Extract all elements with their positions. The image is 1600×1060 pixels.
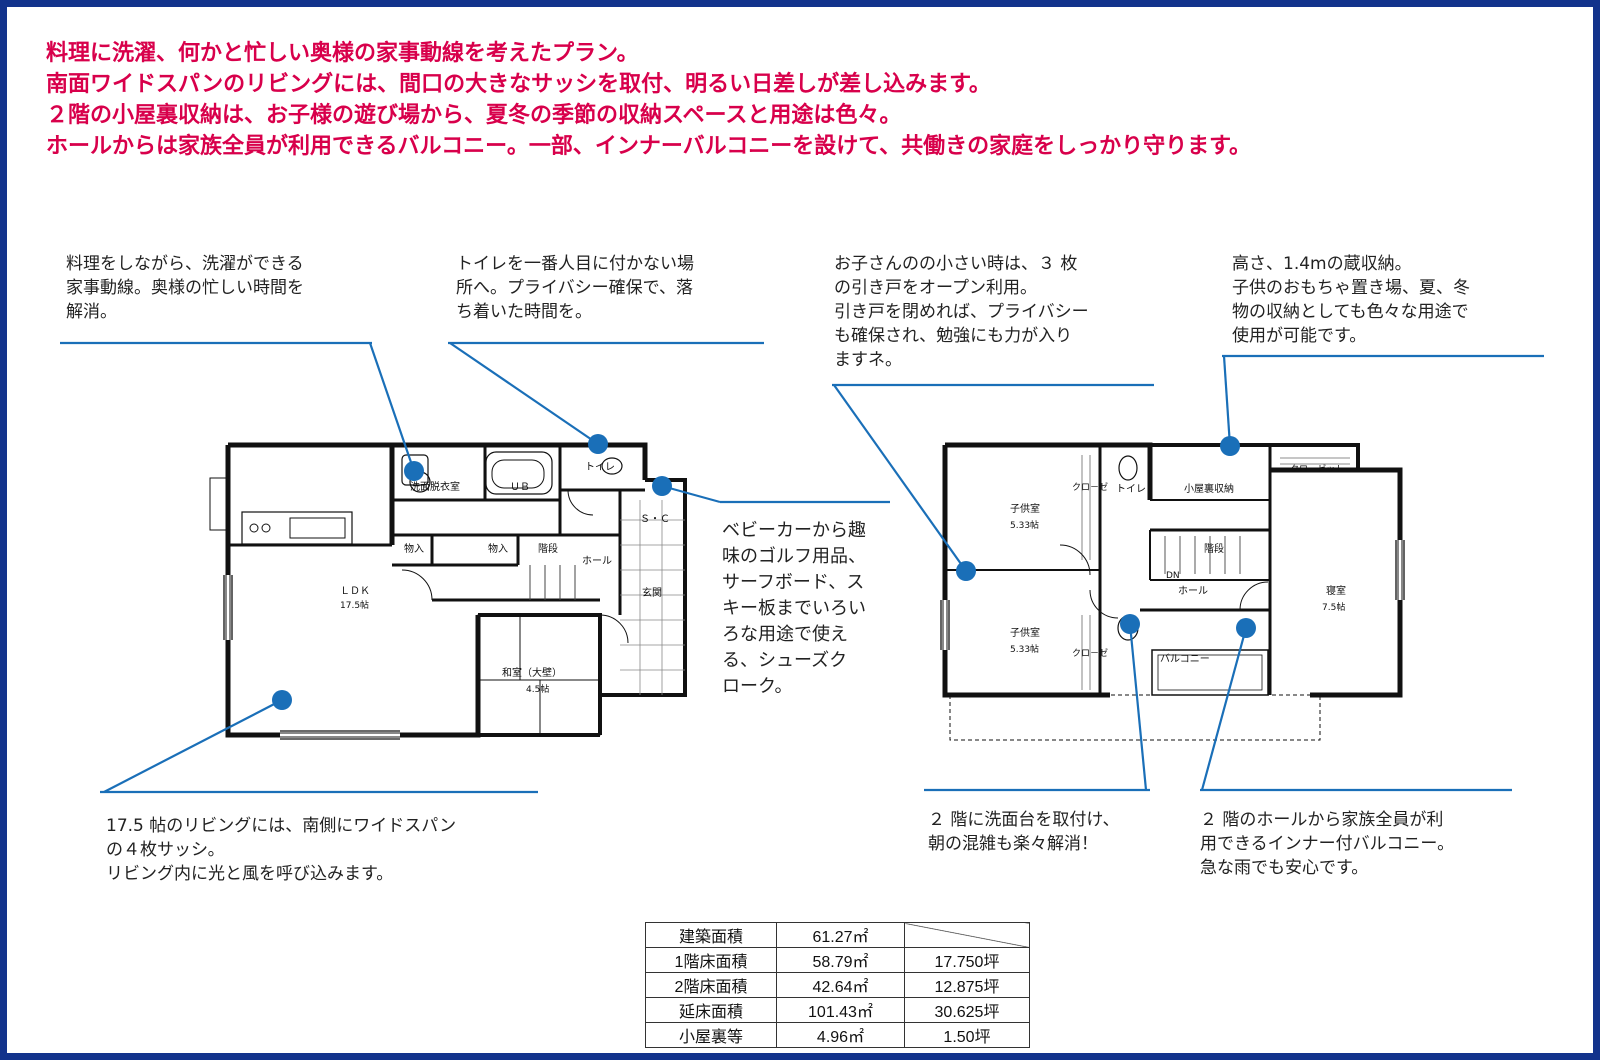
room-kids-2-size: 5.33帖 [1010, 643, 1039, 655]
callout-dot-living [272, 690, 292, 710]
callout-dot-attic [1220, 436, 1240, 456]
plan-2f-labels: 子供室 5.33帖 子供室 5.33帖 クロ－ゼ クロ－ゼ トイレ 小屋裏収納 … [1010, 463, 1346, 665]
room-hall-2f-label: ホール [1178, 585, 1208, 597]
room-closet-1-label: クロ－ゼ [1072, 481, 1108, 493]
headline-line-1: 料理に洗濯、何かと忙しい奥様の家事動線を考えたプラン。 [46, 41, 639, 66]
callout-dot-laundry [404, 461, 424, 481]
note-washstand: ２ 階に洗面台を取付け、 朝の混雑も楽々解消！ [928, 810, 1120, 854]
table-row: 1階床面積 58.79㎡ 17.750坪 [645, 947, 1030, 973]
room-senmen-label: 洗面脱衣室 [410, 480, 460, 493]
room-closet-2-label: クロ－ゼ [1072, 647, 1108, 659]
room-koyaura-label: 小屋裏収納 [1184, 482, 1234, 495]
headline-line-3: ２階の小屋裏収納は、お子様の遊び場から、夏冬の季節の収納スペースと用途は色々。 [46, 103, 902, 128]
room-washitsu-size: 4.5帖 [526, 683, 549, 695]
headline-line-4: ホールからは家族全員が利用できるバルコニー。一部、インナーバルコニーを設けて、共… [46, 134, 1251, 159]
table-row: 小屋裏等 4.96㎡ 1.50坪 [645, 1022, 1030, 1048]
note-toilet: トイレを一番人目に付かない場 所へ。プライバシー確保で、落 ち着いた時間を。 [456, 254, 694, 322]
callout-dot-toilet [588, 434, 608, 454]
callouts [60, 341, 1544, 794]
room-genkan-label: 玄関 [642, 586, 662, 599]
room-monoire-2-label: 物入 [488, 542, 508, 555]
plan-1f-labels: 洗面脱衣室 ＵＢ トイレ 物入 物入 階段 ホール Ｓ・Ｃ 玄関 ＬＤＫ 17.… [340, 462, 670, 695]
callout-dot-washstand [1120, 614, 1140, 634]
note-living: 17.5 帖のリビングには、南側にワイドスパン の４枚サッシ。 リビング内に光と… [106, 816, 457, 884]
room-kids-2-label: 子供室 [1010, 626, 1040, 639]
room-balcony-label: バルコニー [1160, 653, 1210, 665]
room-ldk-size: 17.5帖 [340, 599, 369, 611]
callout-dot-balcony [1236, 618, 1256, 638]
room-ldk-label: ＬＤＫ [340, 586, 370, 597]
callout-dot-shoes [652, 476, 672, 496]
room-kaidan-2f-label: 階段 [1204, 542, 1224, 555]
callout-dot-kids [956, 561, 976, 581]
note-attic: 高さ、1.4mの蔵収納。 子供のおもちゃ置き場、夏、冬 物の収納としても色々な用… [1232, 254, 1470, 346]
area-table: 建築面積 61.27㎡ 1階床面積 58.79㎡ 17.750坪 2階床面積 4… [645, 922, 1030, 1048]
room-shinshitsu-size: 7.5帖 [1322, 601, 1345, 613]
room-kids-1-size: 5.33帖 [1010, 519, 1039, 531]
table-row: 2階床面積 42.64㎡ 12.875坪 [645, 972, 1030, 998]
table-row: 延床面積 101.43㎡ 30.625坪 [645, 997, 1030, 1023]
room-shinshitsu-label: 寝室 [1326, 584, 1346, 597]
headline: 料理に洗濯、何かと忙しい奥様の家事動線を考えたプラン。 南面ワイドスパンのリビン… [46, 38, 1251, 162]
room-ub-label: ＵＢ [510, 482, 530, 493]
room-dn-label: DN [1166, 571, 1180, 581]
room-hall-label: ホール [582, 555, 612, 567]
room-toilet-2f-label: トイレ [1116, 484, 1146, 495]
note-kids-room: お子さんのの小さい時は、３ 枚 の引き戸をオープン利用。 引き戸を閉めれば、プラ… [834, 254, 1089, 370]
floor-plan-2f [940, 442, 1405, 741]
note-laundry: 料理をしながら、洗濯ができる 家事動線。奥様の忙しい時間を 解消。 [66, 254, 304, 322]
room-washitsu-label: 和室（大壁） [502, 666, 562, 679]
table-row: 建築面積 61.27㎡ [645, 922, 1030, 948]
room-monoire-1-label: 物入 [404, 542, 424, 555]
note-shoes-cloak: ベビーカーから趣 味のゴルフ用品、 サーフボード、ス キー板までいろい ろな用途… [722, 520, 866, 697]
room-sc-label: Ｓ・Ｃ [640, 514, 670, 525]
headline-line-2: 南面ワイドスパンのリビングには、間口の大きなサッシを取付、明るい日差しが差し込み… [46, 72, 991, 97]
room-kaidan-label: 階段 [538, 542, 558, 555]
room-toilet-label: トイレ [585, 462, 615, 473]
room-kids-1-label: 子供室 [1010, 502, 1040, 515]
floor-plan-1f [209, 442, 687, 740]
note-balcony: ２ 階のホールから家族全員が利 用できるインナー付バルコニー。 急な雨でも安心で… [1200, 810, 1455, 878]
room-closet-top-label: クロ－ゼット [1290, 463, 1344, 475]
